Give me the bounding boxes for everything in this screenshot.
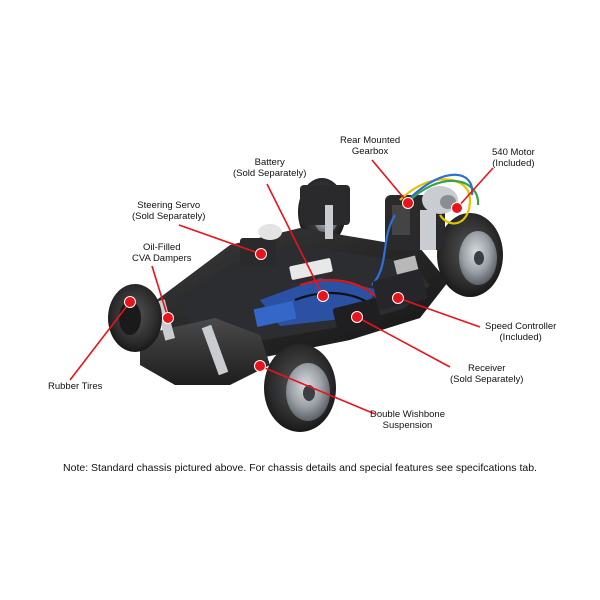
label-speed-controller: Speed Controller(Included) bbox=[485, 321, 557, 343]
callout-rear-gearbox-dot bbox=[402, 197, 414, 209]
rear-right-tire bbox=[437, 213, 503, 297]
label-steering-servo: Steering Servo(Sold Separately) bbox=[132, 200, 206, 222]
callout-motor-line bbox=[456, 167, 494, 209]
chassis-note: Note: Standard chassis pictured above. F… bbox=[63, 462, 537, 474]
front-right-tire bbox=[264, 344, 336, 432]
callout-steering-servo-dot bbox=[255, 248, 267, 260]
callout-receiver-dot bbox=[351, 311, 363, 323]
callout-rubber-tires-dot bbox=[124, 296, 136, 308]
callout-motor-dot bbox=[451, 202, 463, 214]
callout-suspension-line bbox=[259, 365, 376, 415]
callout-battery-dot bbox=[317, 290, 329, 302]
rear-gearbox bbox=[300, 185, 445, 250]
label-receiver: Receiver(Sold Separately) bbox=[450, 363, 524, 385]
wiring bbox=[294, 173, 480, 306]
callout-lines bbox=[69, 159, 494, 415]
speed-controller bbox=[372, 255, 428, 310]
battery-pack bbox=[289, 258, 333, 280]
callout-receiver-line bbox=[356, 316, 451, 368]
callout-rubber-tires-line bbox=[69, 301, 131, 381]
callout-dampers-line bbox=[151, 265, 169, 319]
label-battery: Battery(Sold Separately) bbox=[233, 157, 307, 179]
front-left-tire bbox=[108, 284, 162, 352]
callout-rear-gearbox-line bbox=[371, 159, 409, 204]
label-rubber-tires: Rubber Tires bbox=[48, 381, 103, 392]
callout-suspension-dot bbox=[254, 360, 266, 372]
label-motor: 540 Motor(Included) bbox=[492, 147, 535, 169]
callout-speed-controller-dot bbox=[392, 292, 404, 304]
callout-speed-controller-line bbox=[397, 297, 481, 328]
callout-dampers-dot bbox=[162, 312, 174, 324]
callout-steering-servo-line bbox=[178, 224, 262, 255]
callout-battery-line bbox=[266, 183, 324, 297]
